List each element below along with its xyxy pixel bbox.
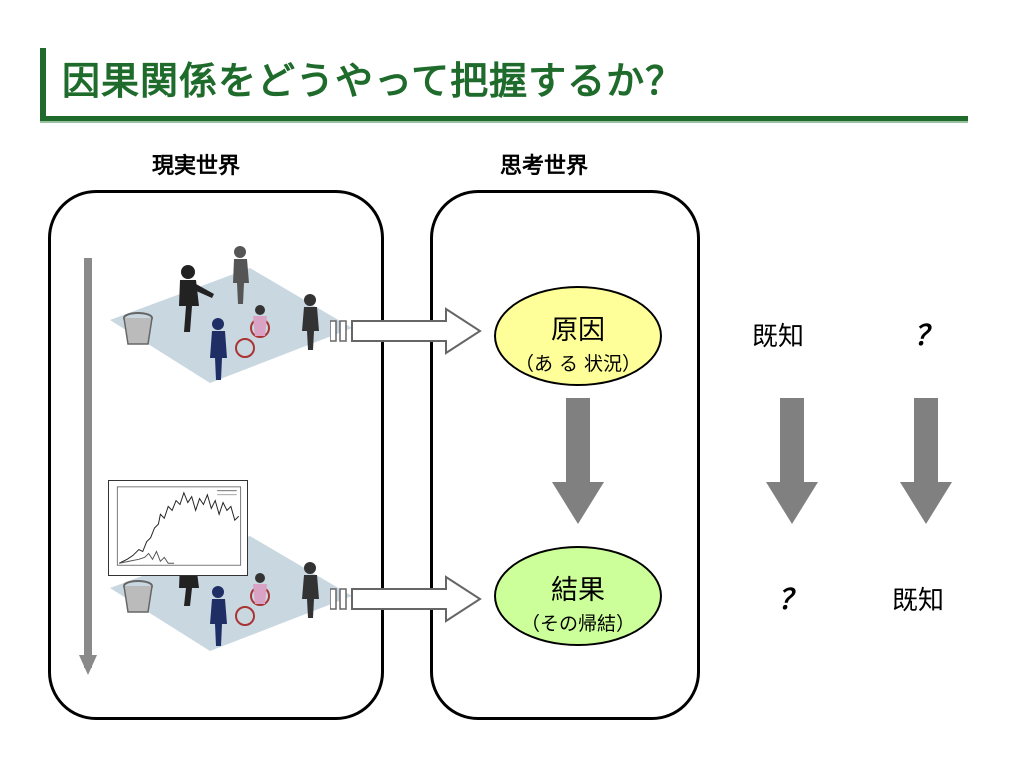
walker-figure <box>302 562 319 618</box>
title-underline <box>40 116 968 123</box>
inset-line-graph <box>108 480 248 576</box>
cause-sublabel: （あ る 状況） <box>514 353 642 375</box>
effect-node: 結果 （その帰結） <box>494 546 662 646</box>
trash-can-icon <box>123 312 153 345</box>
walker-figure <box>210 586 227 646</box>
right-pair-bottom-label: 既知 <box>892 586 945 616</box>
left-pair-arrow <box>766 398 818 524</box>
time-axis-arrow <box>84 258 92 668</box>
left-pair-bottom-label: ？ <box>778 583 807 616</box>
walker-figure <box>210 318 227 380</box>
real-world-label: 現実世界 <box>152 154 241 179</box>
cause-to-effect-arrow <box>552 398 604 524</box>
trash-can-icon <box>123 580 153 613</box>
right-pair-top-label: ？ <box>914 319 943 352</box>
title-accent-bar <box>40 48 46 118</box>
time-axis-arrowhead <box>79 655 97 675</box>
right-pair-arrow <box>900 398 952 524</box>
walker-figure <box>233 246 249 304</box>
cause-label: 原因 <box>551 315 605 346</box>
effect-sublabel: （その帰結） <box>520 613 635 635</box>
page-title: 因果関係をどうやって把握するか？ <box>62 59 685 103</box>
cause-node: 原因 （あ る 状況） <box>494 286 662 386</box>
effect-link-arrow <box>330 575 482 623</box>
cyclist-figure <box>235 573 270 626</box>
effect-label: 結果 <box>551 575 605 606</box>
street-scene-illustration <box>110 246 352 383</box>
thought-world-label: 思考世界 <box>500 154 589 179</box>
left-pair-top-label: 既知 <box>752 322 805 352</box>
walker-figure <box>179 265 214 332</box>
cause-link-arrow <box>330 307 482 355</box>
cyclist-figure <box>235 305 270 358</box>
walker-figure <box>302 294 319 350</box>
